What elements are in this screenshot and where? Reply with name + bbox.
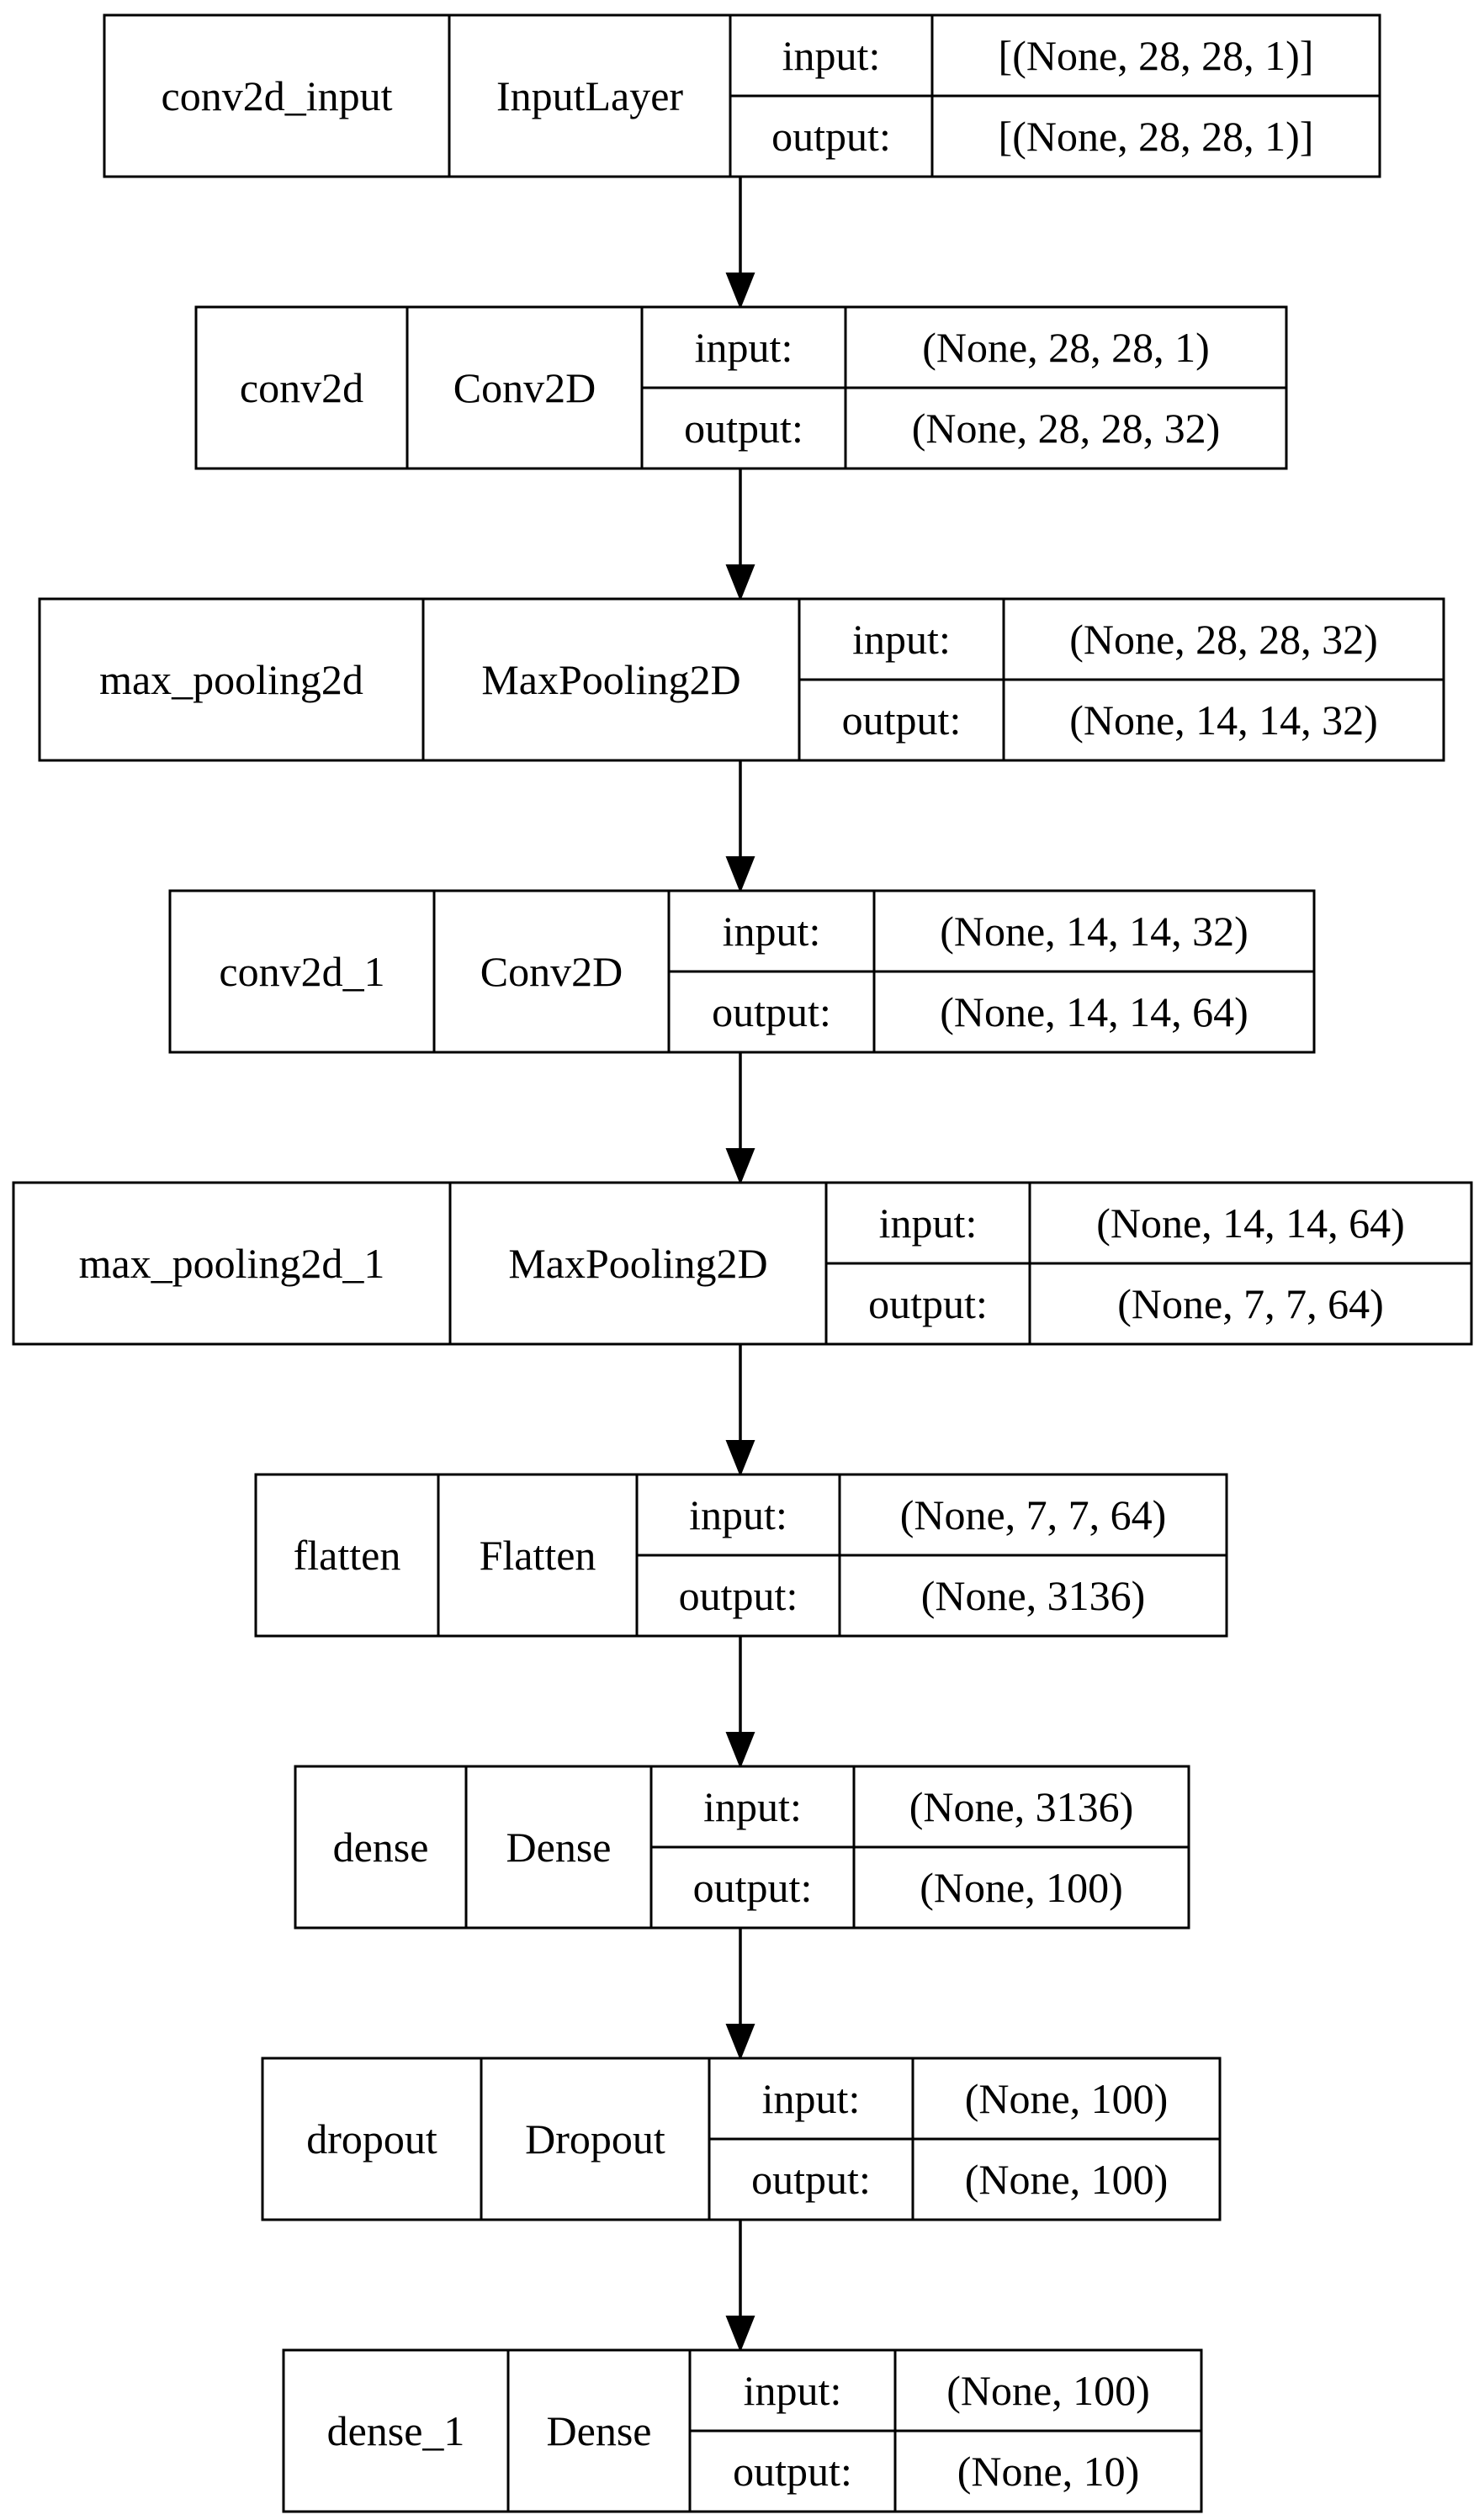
layer-type: MaxPooling2D xyxy=(481,656,740,703)
layer-name: conv2d_1 xyxy=(219,948,384,995)
layer-node-dense-1: dense_1 Dense input: output: (None, 100) (Non… xyxy=(282,2348,1203,2513)
layer-name: dropout xyxy=(306,2115,437,2163)
input-label: input: xyxy=(695,324,793,371)
arrowhead-icon xyxy=(725,856,755,893)
layer-type: Dense xyxy=(506,1824,612,1871)
output-label: output: xyxy=(868,1280,988,1327)
edge-arrow xyxy=(725,1052,755,1185)
output-label: output: xyxy=(842,696,962,744)
layer-name: max_pooling2d xyxy=(99,656,363,703)
input-shape: (None, 100) xyxy=(946,2367,1150,2414)
edge-arrow xyxy=(725,2220,755,2353)
arrowhead-icon xyxy=(725,1732,755,1769)
input-label: input: xyxy=(782,32,881,79)
edges xyxy=(725,177,755,2353)
arrowhead-icon xyxy=(725,273,755,310)
layer-node-dropout: dropout Dropout input: output: (None, 100) (N… xyxy=(261,2057,1222,2221)
layer-name: dense xyxy=(333,1824,429,1871)
arrowhead-icon xyxy=(725,1148,755,1185)
arrowhead-icon xyxy=(725,2316,755,2353)
layer-type: InputLayer xyxy=(496,72,683,119)
layer-type: Conv2D xyxy=(453,364,596,411)
layer-node-flatten: flatten Flatten input: output: (None, 7, 7, … xyxy=(254,1473,1228,1638)
input-shape: (None, 100) xyxy=(965,2075,1169,2122)
input-label: input: xyxy=(744,2367,842,2414)
input-label: input: xyxy=(703,1783,802,1830)
output-label: output: xyxy=(679,1572,798,1619)
output-label: output: xyxy=(712,988,831,1035)
output-label: output: xyxy=(684,405,803,452)
layer-name: max_pooling2d_1 xyxy=(79,1240,385,1287)
input-shape: (None, 14, 14, 32) xyxy=(940,908,1248,955)
input-shape: (None, 28, 28, 32) xyxy=(1069,616,1378,663)
input-label: input: xyxy=(723,908,821,955)
layer-name: conv2d_input xyxy=(162,72,393,119)
arrowhead-icon xyxy=(725,564,755,601)
input-shape: [(None, 28, 28, 1)] xyxy=(999,32,1314,79)
output-shape: (None, 28, 28, 32) xyxy=(912,405,1221,452)
layer-node-conv2d: conv2d Conv2D input: output: (None, 28, 28, … xyxy=(194,305,1288,470)
output-shape: (None, 14, 14, 64) xyxy=(940,988,1248,1035)
layer-node-max-pooling2d: max_pooling2d MaxPooling2D input: output: (N… xyxy=(38,597,1445,762)
layer-type: Conv2D xyxy=(480,948,623,995)
input-shape: (None, 3136) xyxy=(909,1783,1134,1830)
layer-node-dense: dense Dense input: output: (None, 3136) (None… xyxy=(294,1765,1190,1930)
input-shape: (None, 14, 14, 64) xyxy=(1096,1199,1405,1247)
layer-name: conv2d xyxy=(240,364,363,411)
output-shape: (None, 3136) xyxy=(921,1572,1146,1619)
layer-node-conv2d-input: conv2d_input InputLayer input: output: [(Non… xyxy=(103,13,1381,178)
input-shape: (None, 7, 7, 64) xyxy=(900,1491,1167,1538)
arrowhead-icon xyxy=(725,2024,755,2061)
output-label: output: xyxy=(751,2156,871,2203)
edge-arrow xyxy=(725,1928,755,2061)
layer-type: Dropout xyxy=(525,2115,665,2163)
layer-node-max-pooling2d-1: max_pooling2d_1 MaxPooling2D input: output:… xyxy=(12,1181,1473,1346)
edge-arrow xyxy=(725,469,755,601)
output-shape: (None, 14, 14, 32) xyxy=(1069,696,1378,744)
output-shape: (None, 100) xyxy=(920,1864,1123,1911)
layer-type: Flatten xyxy=(480,1532,596,1579)
output-label: output: xyxy=(693,1864,813,1911)
input-label: input: xyxy=(852,616,951,663)
output-label: output: xyxy=(733,2448,852,2495)
output-shape: (None, 100) xyxy=(965,2156,1169,2203)
output-shape: (None, 7, 7, 64) xyxy=(1117,1280,1384,1327)
layer-type: Dense xyxy=(547,2407,652,2454)
edge-arrow xyxy=(725,1636,755,1769)
input-shape: (None, 28, 28, 1) xyxy=(922,324,1210,371)
edge-arrow xyxy=(725,1344,755,1477)
output-label: output: xyxy=(771,113,891,160)
input-label: input: xyxy=(879,1199,978,1247)
edge-arrow xyxy=(725,177,755,310)
layer-node-conv2d-1: conv2d_1 Conv2D input: output: (None, 14, 14… xyxy=(168,889,1316,1054)
arrowhead-icon xyxy=(725,1440,755,1477)
output-shape: [(None, 28, 28, 1)] xyxy=(999,113,1314,160)
layer-name: flatten xyxy=(294,1532,401,1579)
input-label: input: xyxy=(689,1491,787,1538)
layer-name: dense_1 xyxy=(327,2407,465,2454)
output-shape: (None, 10) xyxy=(957,2448,1140,2495)
layer-type: MaxPooling2D xyxy=(508,1240,767,1287)
edge-arrow xyxy=(725,760,755,893)
input-label: input: xyxy=(762,2075,861,2122)
